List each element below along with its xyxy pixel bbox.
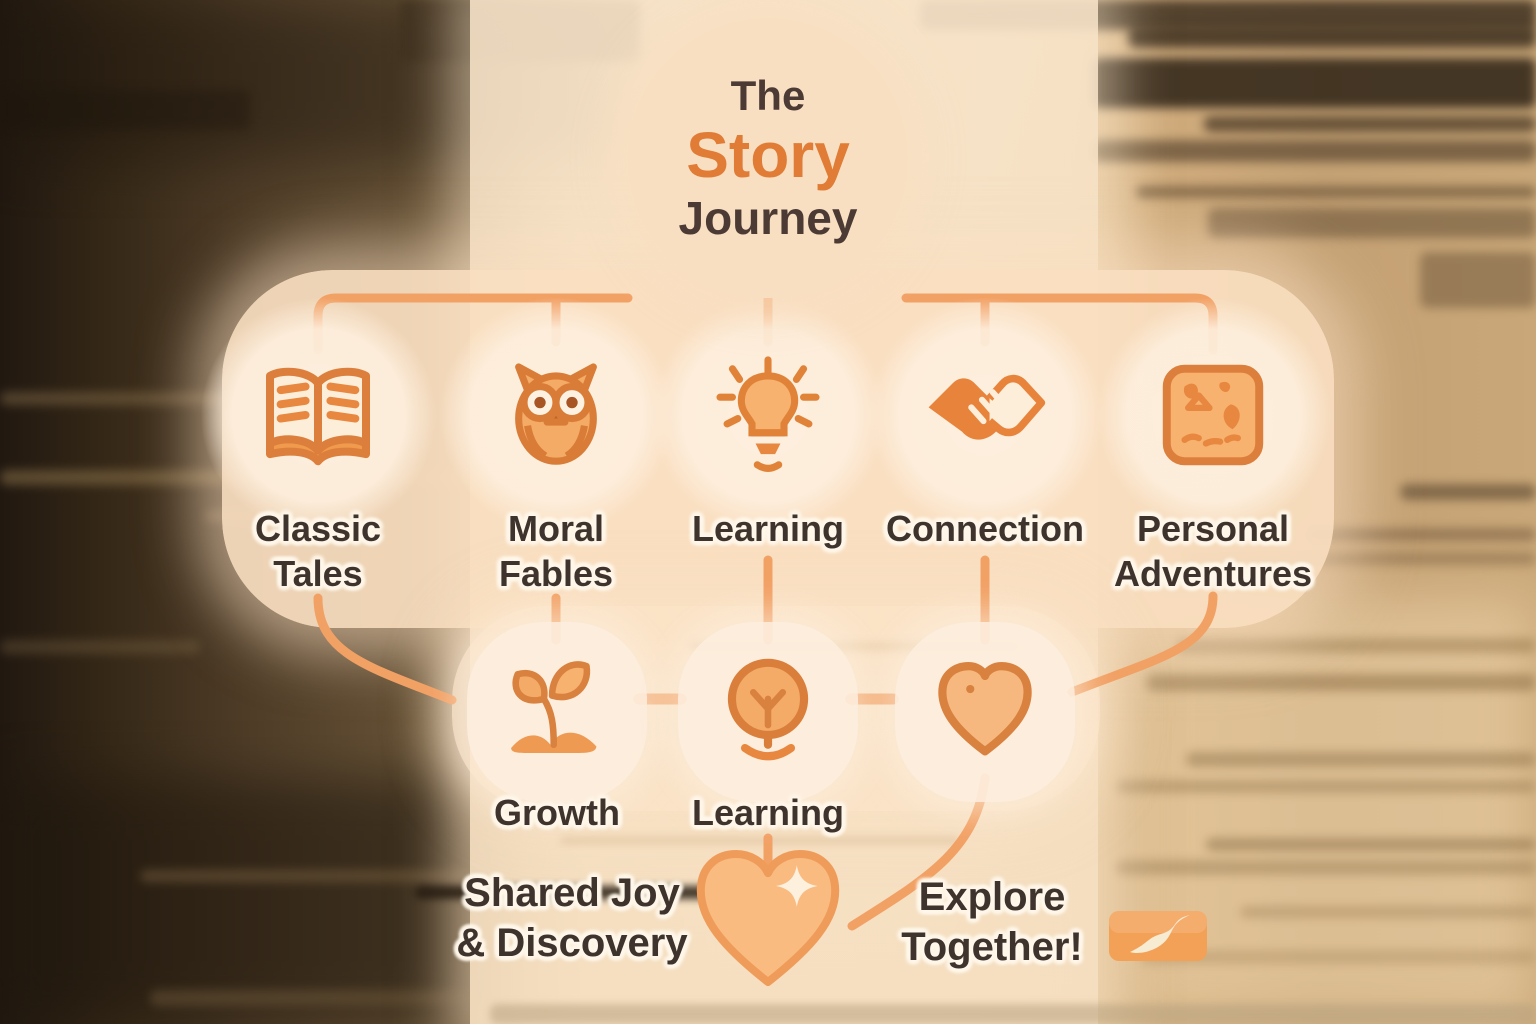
sprout-icon xyxy=(511,661,597,753)
hub-node: The Story Journey xyxy=(628,18,908,298)
s-swoosh-logo xyxy=(1109,911,1207,961)
node-halo xyxy=(467,622,647,802)
background-streak xyxy=(1306,528,1536,541)
label-line: Fables xyxy=(498,553,614,594)
node-heart xyxy=(895,622,1075,802)
background-streak xyxy=(150,990,490,1006)
label-line: Tales xyxy=(273,553,363,594)
background-streak xyxy=(140,870,470,882)
caption-line: & Discovery xyxy=(456,921,688,965)
background-streak xyxy=(1240,906,1536,918)
hub-title-line2: Story xyxy=(686,119,850,191)
tree-icon xyxy=(727,658,809,761)
node-learning-2 xyxy=(678,622,858,802)
label-line: Classic xyxy=(254,508,382,549)
node-growth xyxy=(467,622,647,802)
map-icon xyxy=(1162,364,1264,466)
open-book-icon xyxy=(266,367,370,466)
caption-shared-joy-discovery: Shared Joy & Discovery xyxy=(456,868,687,968)
caption-line: Shared Joy xyxy=(464,871,680,915)
label-line: Personal xyxy=(1136,508,1290,549)
caption-explore-together: Explore Together! xyxy=(901,872,1082,972)
label-learning-2: Learning xyxy=(692,790,844,835)
background-streak xyxy=(1116,860,1536,875)
owl-icon xyxy=(515,363,597,465)
background-streak xyxy=(1420,252,1536,308)
node-classic-tales xyxy=(200,297,436,533)
node-connection xyxy=(867,297,1103,533)
background-streak xyxy=(1204,116,1536,132)
label-personal-adventures: Personal Adventures xyxy=(1114,506,1312,596)
background-streak xyxy=(1092,58,1536,108)
background-streak xyxy=(1146,674,1536,691)
label-learning-1: Learning xyxy=(692,506,844,551)
background-streak xyxy=(1186,752,1536,767)
label-line: Adventures xyxy=(1113,553,1313,594)
background-streak xyxy=(1208,208,1536,238)
background-shade xyxy=(0,778,461,1024)
background-streak xyxy=(1116,780,1536,793)
label-line: Moral xyxy=(507,508,605,549)
label-line: Learning xyxy=(691,792,845,833)
caption-line: Explore xyxy=(918,875,1066,919)
background-streak xyxy=(1176,638,1536,653)
node-moral-fables xyxy=(438,297,674,533)
label-connection: Connection xyxy=(886,506,1084,551)
background-streak xyxy=(1136,186,1536,198)
label-moral-fables: Moral Fables xyxy=(499,506,613,596)
background-streak xyxy=(0,640,200,654)
node-learning-1 xyxy=(650,297,886,533)
lightbulb-icon xyxy=(716,356,820,472)
hub-title-line3: Journey xyxy=(678,191,858,244)
label-classic-tales: Classic Tales xyxy=(255,506,381,596)
background-streak xyxy=(1140,950,1536,964)
heart-icon xyxy=(938,662,1032,756)
label-line: Learning xyxy=(691,508,845,549)
background-streak xyxy=(1092,140,1536,162)
handshake-icon xyxy=(928,374,1046,440)
background-streak xyxy=(415,886,775,899)
caption-line: Together! xyxy=(901,925,1083,969)
hub-title-line1: The xyxy=(730,71,806,119)
background-streak xyxy=(1128,26,1536,48)
background-streak xyxy=(490,1004,1536,1024)
background-streak xyxy=(560,836,960,845)
label-line: Growth xyxy=(494,792,620,833)
label-growth: Growth xyxy=(494,790,620,835)
background-streak xyxy=(1206,838,1536,851)
background-streak xyxy=(1400,484,1536,500)
background-streak xyxy=(690,642,1020,651)
node-personal-adventures xyxy=(1095,297,1331,533)
background-streak xyxy=(0,90,250,130)
sparkle-heart-icon xyxy=(696,850,840,986)
label-line: Connection xyxy=(886,508,1084,549)
